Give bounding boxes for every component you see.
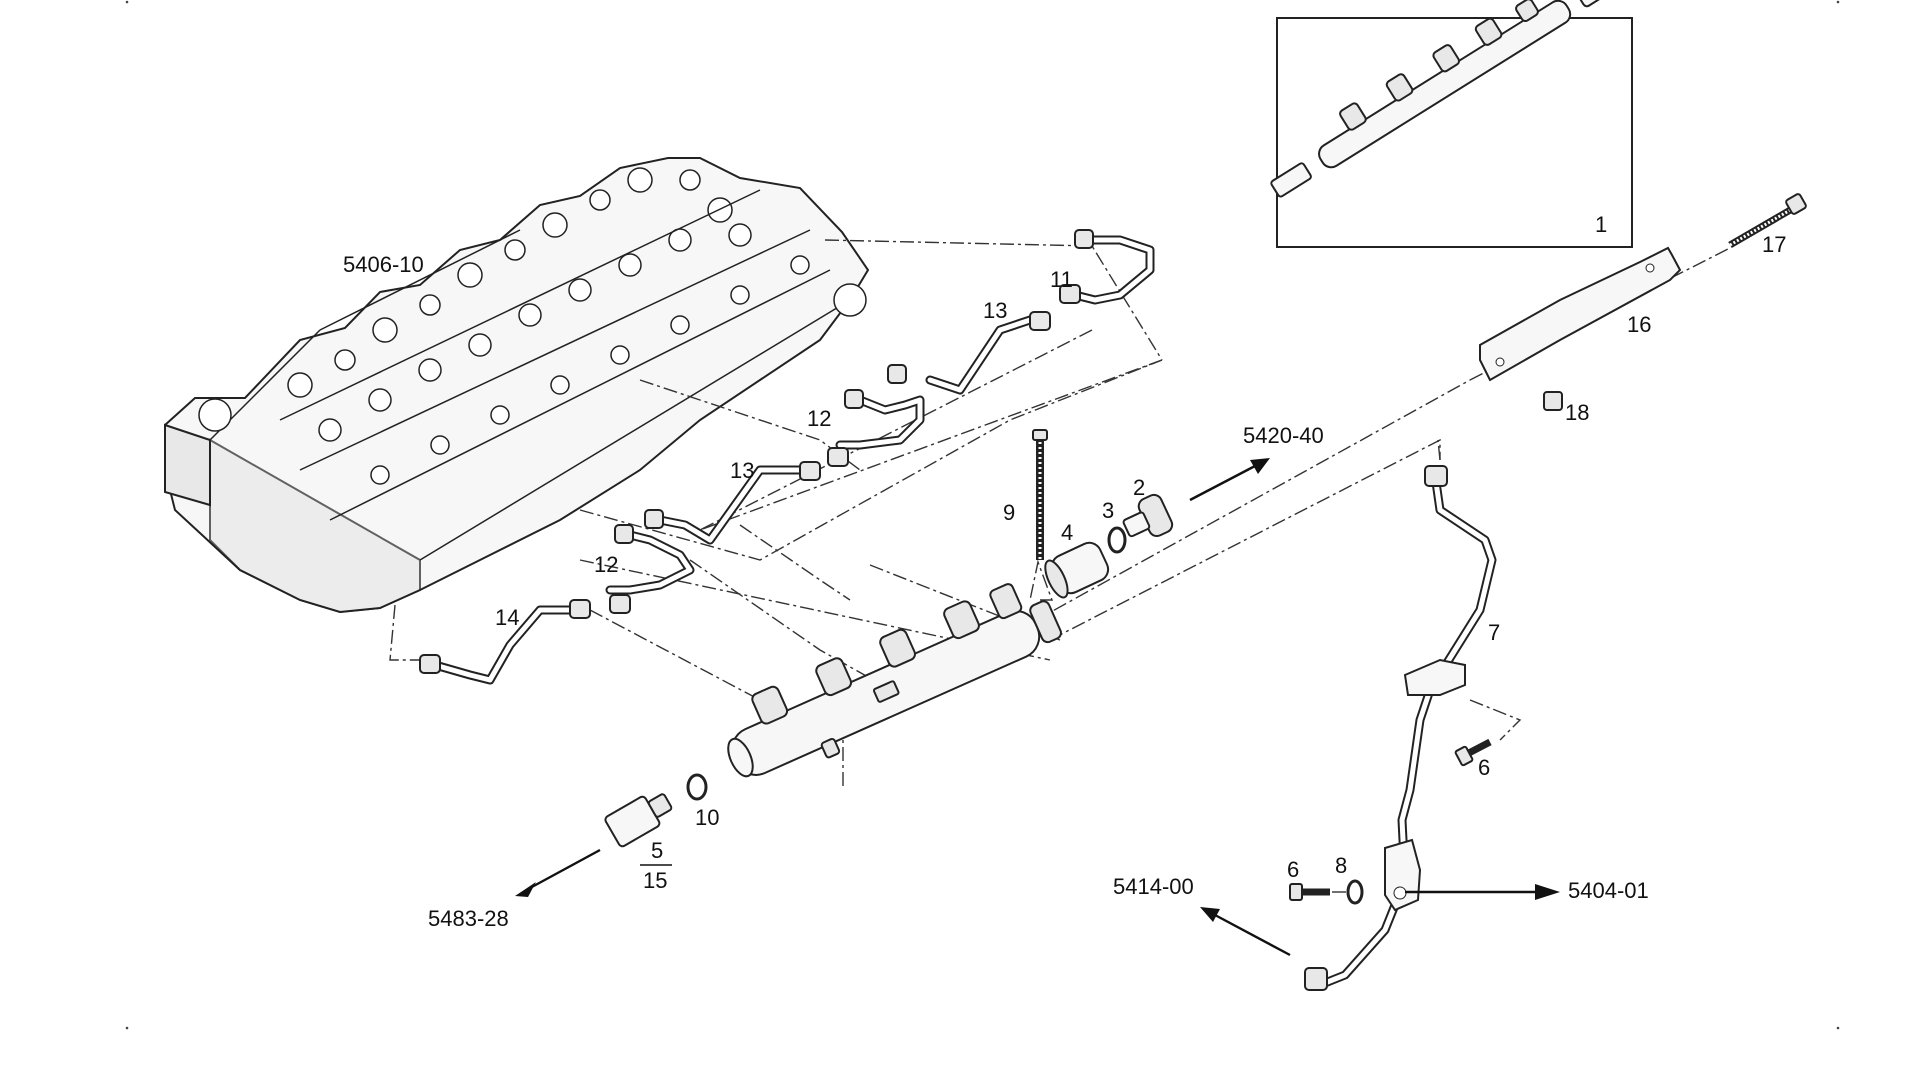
callout-10: 10 bbox=[695, 805, 719, 830]
injector-pipe-13-lower bbox=[644, 461, 821, 545]
arrow-to-5420-40 bbox=[1189, 458, 1270, 502]
injector-pipe-13-upper bbox=[887, 311, 1051, 395]
callout-12-upper: 12 bbox=[807, 406, 831, 431]
seal-ring-3 bbox=[1107, 526, 1127, 554]
callout-17: 17 bbox=[1762, 232, 1786, 257]
inset-fuel-rail bbox=[1270, 0, 1608, 198]
callout-5: 5 bbox=[651, 838, 663, 863]
callout-6-upper: 6 bbox=[1478, 755, 1490, 780]
injector-pipe-12-lower bbox=[605, 524, 695, 614]
cylinder-head bbox=[164, 157, 870, 614]
arrow-to-5483-28 bbox=[515, 848, 601, 897]
bracket-16 bbox=[1479, 246, 1682, 382]
pressure-valve-4 bbox=[1044, 541, 1110, 599]
feed-pipe-7 bbox=[1304, 465, 1497, 991]
stud-9 bbox=[1032, 429, 1048, 560]
ref-cylinder-head: 5406-10 bbox=[343, 252, 424, 277]
callout-15: 15 bbox=[643, 868, 667, 893]
pressure-sensor-5 bbox=[604, 793, 673, 848]
callout-12-lower: 12 bbox=[594, 552, 618, 577]
callout-13-lower: 13 bbox=[730, 458, 754, 483]
fuel-rail bbox=[727, 583, 1062, 778]
pipe-bracket-upper bbox=[1403, 658, 1466, 696]
washer-8 bbox=[1346, 879, 1364, 905]
injector-pipe-14 bbox=[419, 599, 591, 685]
reference-labels: 5406-10 5420-40 5483-28 5414-00 5404-01 bbox=[343, 252, 1649, 931]
corner-marks bbox=[125, 0, 1840, 1030]
pipe-bracket-lower bbox=[1384, 838, 1422, 912]
callout-18: 18 bbox=[1565, 400, 1589, 425]
callout-16: 16 bbox=[1627, 312, 1651, 337]
ref-5483-28: 5483-28 bbox=[428, 906, 509, 931]
callout-6-lower: 6 bbox=[1287, 857, 1299, 882]
ref-5414-00: 5414-00 bbox=[1113, 874, 1194, 899]
callout-8: 8 bbox=[1335, 853, 1347, 878]
injector-pipe-11 bbox=[1059, 229, 1155, 305]
seal-ring-10 bbox=[686, 773, 708, 801]
bolt-6-lower bbox=[1289, 883, 1330, 901]
callout-9: 9 bbox=[1003, 500, 1015, 525]
callout-labels: 2 3 4 9 11 13 12 13 12 14 10 5 15 7 6 6 … bbox=[495, 232, 1786, 893]
nut-18 bbox=[1543, 391, 1563, 411]
callout-13-upper: 13 bbox=[983, 298, 1007, 323]
callout-2: 2 bbox=[1133, 475, 1145, 500]
plug-2 bbox=[1122, 493, 1174, 538]
ref-5420-40: 5420-40 bbox=[1243, 423, 1324, 448]
inset-box: 1 bbox=[1270, 0, 1633, 248]
injector-pipe-12-upper bbox=[827, 389, 925, 467]
ref-5404-01: 5404-01 bbox=[1568, 878, 1649, 903]
head-bosses bbox=[198, 167, 867, 485]
arrow-to-5404-01 bbox=[1405, 884, 1560, 900]
arrow-to-5414-00 bbox=[1200, 907, 1291, 957]
bolt-6-upper bbox=[1454, 738, 1492, 767]
callout-14: 14 bbox=[495, 605, 519, 630]
callout-7: 7 bbox=[1488, 620, 1500, 645]
callout-11: 11 bbox=[1050, 267, 1073, 292]
bolt-17 bbox=[1728, 193, 1807, 249]
callout-1: 1 bbox=[1595, 212, 1607, 237]
callout-3: 3 bbox=[1102, 498, 1114, 523]
callout-4: 4 bbox=[1061, 520, 1073, 545]
